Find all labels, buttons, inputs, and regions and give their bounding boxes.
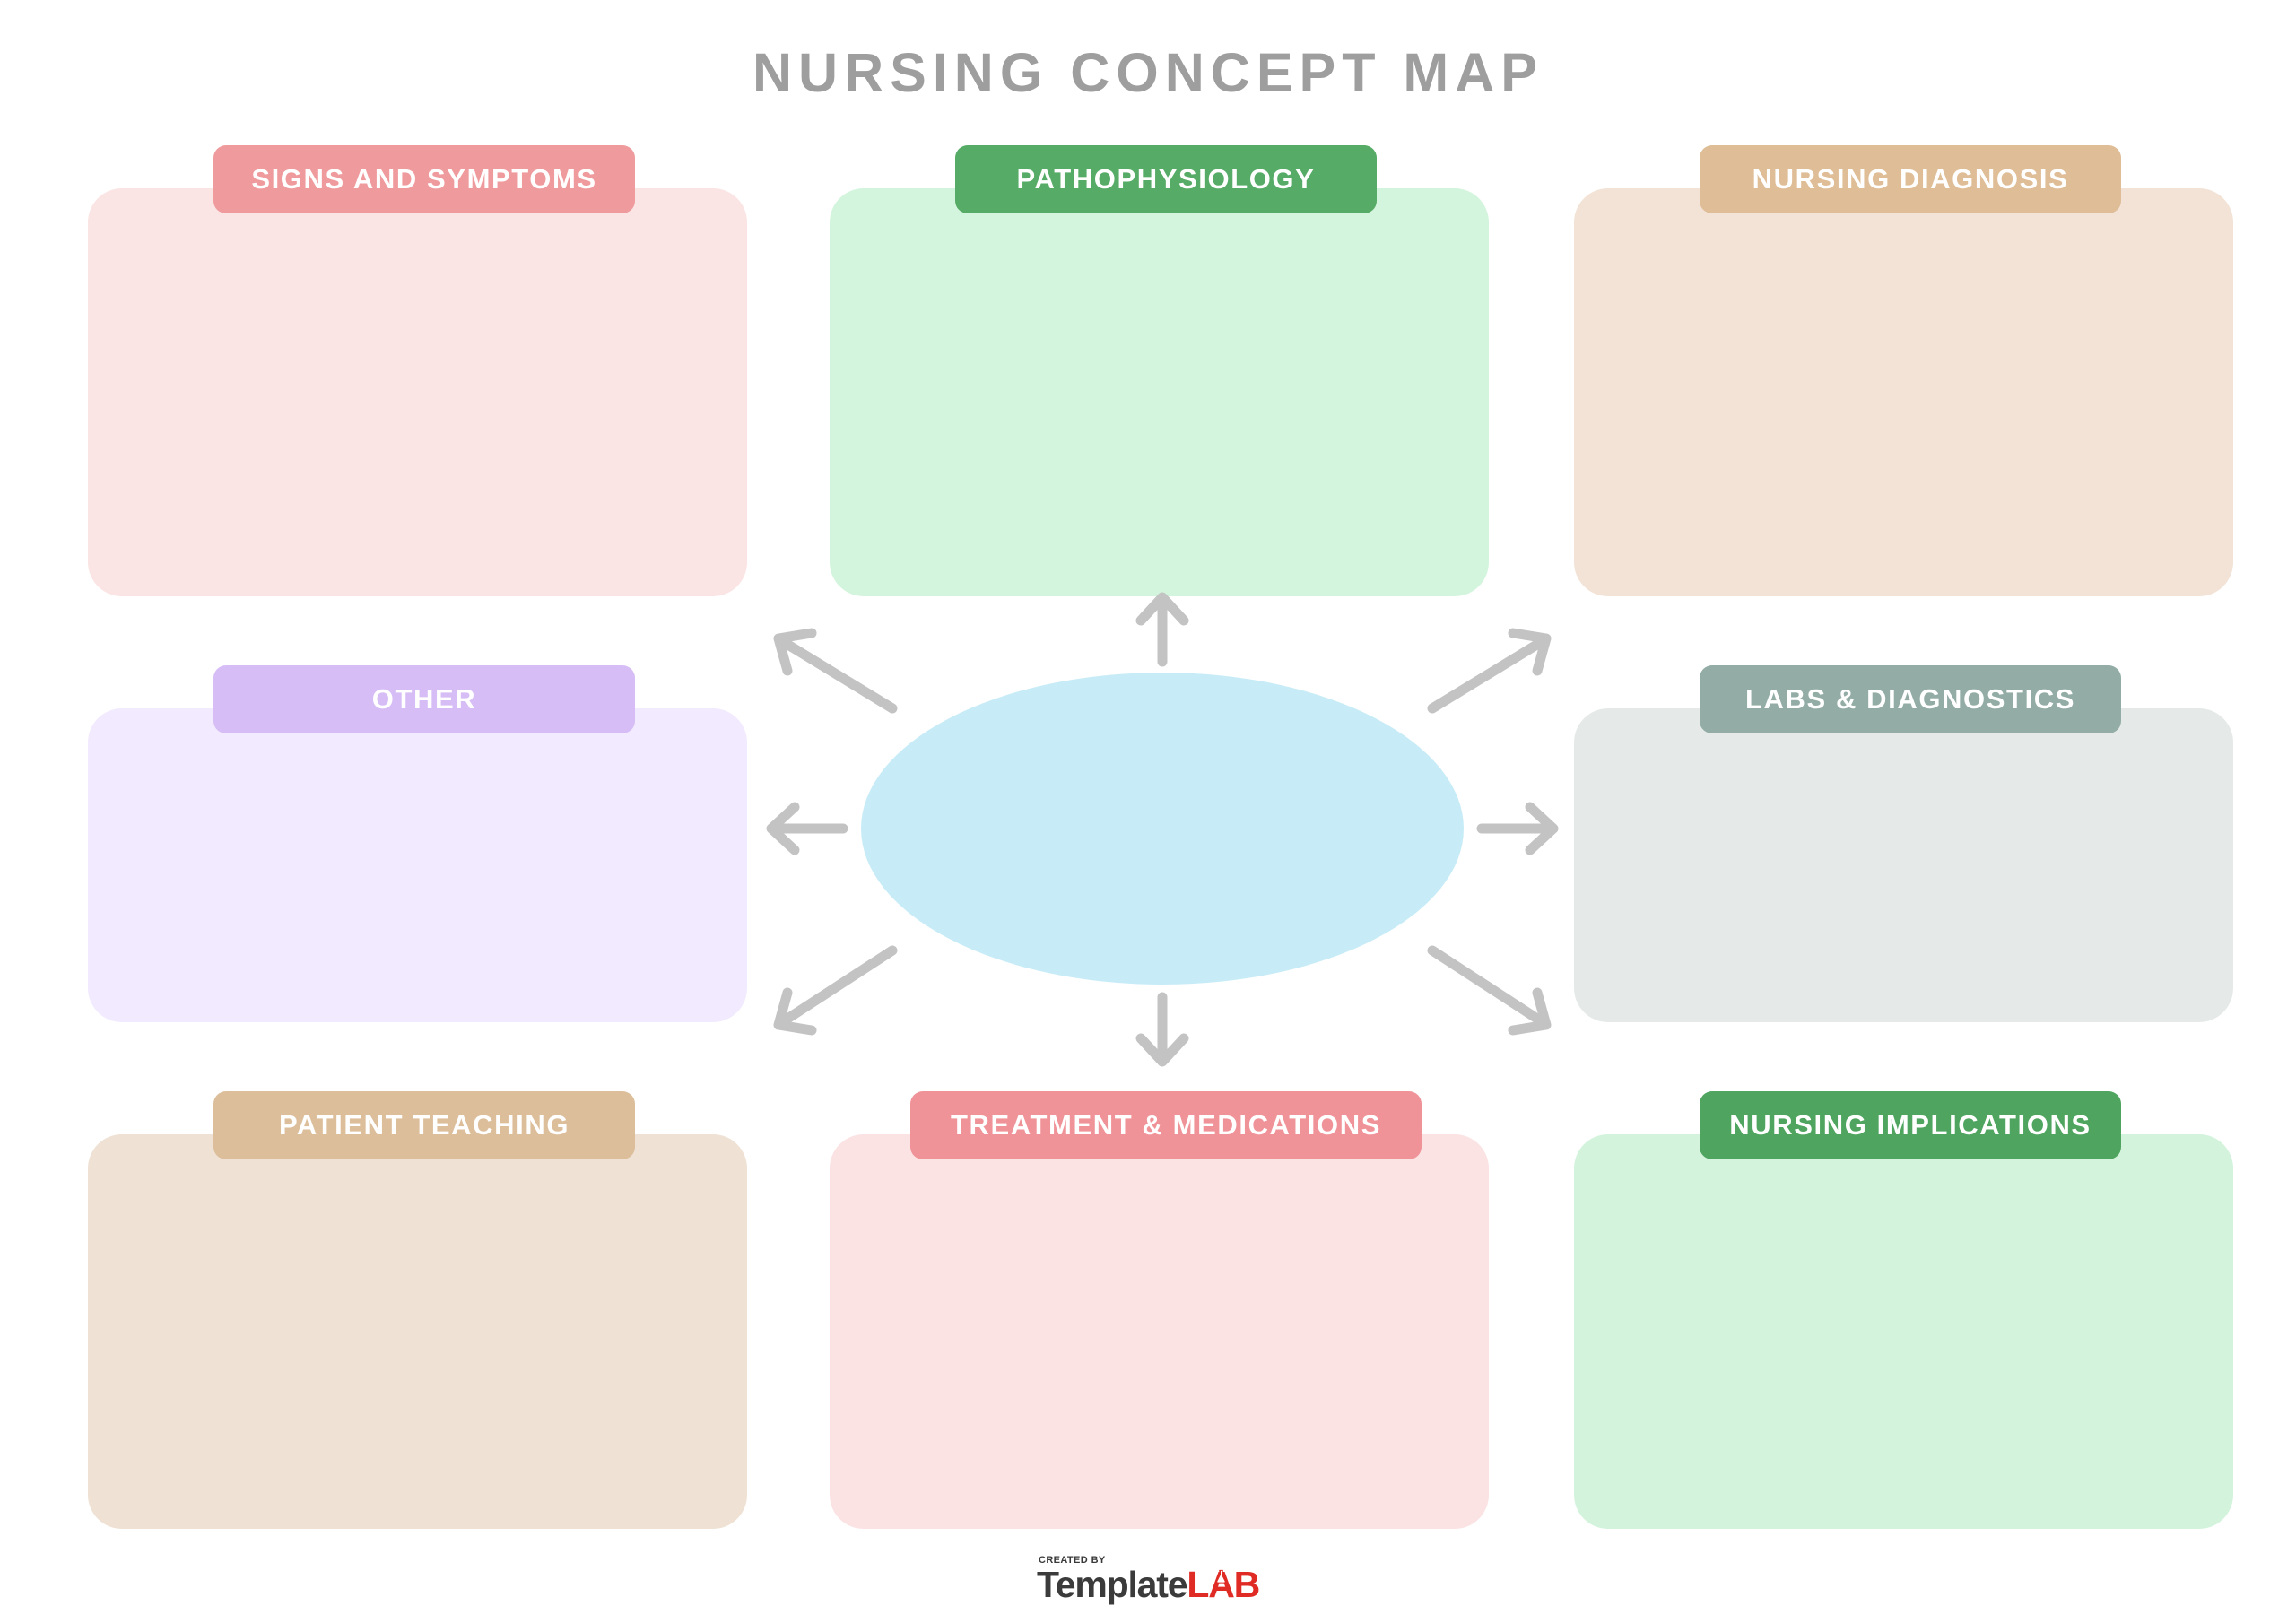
logo-brand-lab-text: LAB — [1187, 1564, 1260, 1605]
panel-pathophysiology[interactable]: PATHOPHYSIOLOGY — [830, 145, 1489, 596]
panel-body-patient-teaching[interactable] — [88, 1134, 747, 1529]
panel-patient-teaching[interactable]: PATIENT TEACHING — [88, 1091, 747, 1529]
arrow-left — [766, 802, 848, 855]
logo-created-by-label: CREATED BY — [1038, 1555, 1106, 1566]
panel-header-signs-and-symptoms: SIGNS AND SYMPTOMS — [213, 145, 635, 213]
panel-header-pathophysiology: PATHOPHYSIOLOGY — [955, 145, 1377, 213]
panel-header-nursing-implications: NURSING IMPLICATIONS — [1700, 1091, 2121, 1159]
panel-treatment-and-medications[interactable]: TREATMENT & MEDICATIONS — [830, 1091, 1489, 1529]
templatelab-logo: CREATED BY TemplateLAB — [1036, 1555, 1260, 1605]
panel-body-signs-and-symptoms[interactable] — [88, 188, 747, 596]
panel-body-labs-and-diagnostics[interactable] — [1574, 708, 2233, 1022]
arrow-down — [1135, 992, 1189, 1067]
panel-body-nursing-implications[interactable] — [1574, 1134, 2233, 1529]
panel-header-patient-teaching: PATIENT TEACHING — [213, 1091, 635, 1159]
panel-header-labs-and-diagnostics: LABS & DIAGNOSTICS — [1700, 665, 2121, 733]
arrow-up-left — [773, 628, 898, 714]
arrow-down-left — [773, 945, 898, 1036]
page-title: NURSING CONCEPT MAP — [752, 42, 1544, 103]
arrow-up-right — [1427, 628, 1552, 714]
central-topic-ellipse[interactable] — [861, 673, 1464, 985]
panel-body-other[interactable] — [88, 708, 747, 1022]
panel-nursing-diagnosis[interactable]: NURSING DIAGNOSIS — [1574, 145, 2233, 596]
panel-body-pathophysiology[interactable] — [830, 188, 1489, 596]
panel-other[interactable]: OTHER — [88, 665, 747, 1022]
footer-logo: CREATED BY TemplateLAB — [0, 1556, 2296, 1603]
arrow-up — [1135, 592, 1189, 667]
panel-header-treatment-and-medications: TREATMENT & MEDICATIONS — [910, 1091, 1422, 1159]
logo-brand-template: Template — [1036, 1564, 1188, 1605]
panel-header-nursing-diagnosis: NURSING DIAGNOSIS — [1700, 145, 2121, 213]
arrow-down-right — [1427, 945, 1552, 1036]
logo-brand-lab: LAB — [1187, 1564, 1260, 1605]
panel-body-nursing-diagnosis[interactable] — [1574, 188, 2233, 596]
panel-signs-and-symptoms[interactable]: SIGNS AND SYMPTOMS — [88, 145, 747, 596]
panel-body-treatment-and-medications[interactable] — [830, 1134, 1489, 1529]
flask-icon — [1216, 1569, 1227, 1584]
arrow-right — [1476, 802, 1559, 855]
panel-labs-and-diagnostics[interactable]: LABS & DIAGNOSTICS — [1574, 665, 2233, 1022]
panel-nursing-implications[interactable]: NURSING IMPLICATIONS — [1574, 1091, 2233, 1529]
panel-header-other: OTHER — [213, 665, 635, 733]
logo-brand: TemplateLAB — [1036, 1564, 1260, 1605]
